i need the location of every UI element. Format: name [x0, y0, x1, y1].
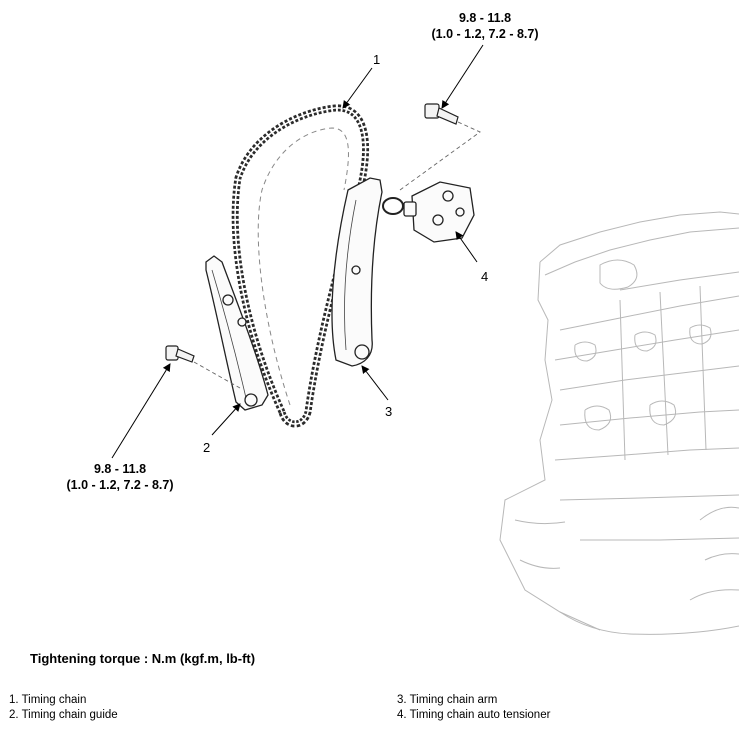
engine-block-outline: [499, 211, 739, 635]
timing-chain: [231, 104, 369, 428]
legend-right-column: 3. Timing chain arm 4. Timing chain auto…: [397, 693, 550, 723]
callout-4: 4: [481, 269, 489, 284]
callout-3: 3: [385, 404, 393, 419]
guide-bolt: [165, 345, 195, 363]
leader-lines: [111, 44, 484, 459]
legend-item: 4. Timing chain auto tensioner: [397, 709, 551, 721]
tensioner-bolt: [424, 103, 459, 125]
tightening-torque-note: Tightening torque : N.m (kgf.m, lb-ft): [30, 651, 256, 666]
legend-left-column: 1. Timing chain 2. Timing chain guide: [9, 693, 118, 723]
timing-chain-arm: [331, 177, 383, 367]
timing-chain-auto-tensioner: [382, 181, 475, 243]
torque-value-alt-units: (1.0 - 1.2, 7.2 - 8.7): [431, 27, 539, 41]
legend-item: 2. Timing chain guide: [9, 709, 118, 721]
callout-1: 1: [373, 52, 381, 67]
legend-item: 3. Timing chain arm: [397, 694, 498, 706]
assembly-guide-lines: [193, 121, 481, 389]
callout-2: 2: [203, 440, 211, 455]
torque-value-alt-units: (1.0 - 1.2, 7.2 - 8.7): [66, 478, 174, 492]
legend-item: 1. Timing chain: [9, 694, 87, 706]
torque-spec-guide-bolt: 9.8 - 11.8 (1.0 - 1.2, 7.2 - 8.7): [35, 461, 205, 493]
torque-spec-tensioner-bolt: 9.8 - 11.8 (1.0 - 1.2, 7.2 - 8.7): [400, 10, 570, 42]
timing-chain-diagram: [111, 44, 739, 635]
torque-value: 9.8 - 11.8: [93, 462, 147, 476]
timing-chain-guide: [205, 255, 269, 411]
torque-value: 9.8 - 11.8: [458, 11, 512, 25]
